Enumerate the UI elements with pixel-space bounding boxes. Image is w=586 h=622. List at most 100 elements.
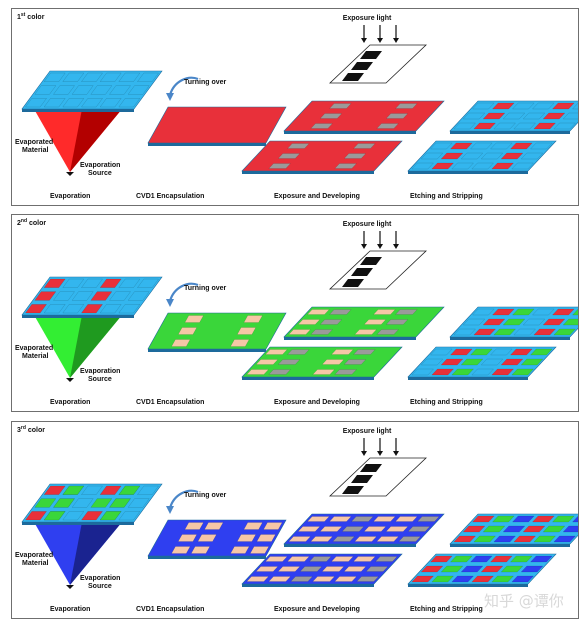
exposure-light-arrowhead: [377, 244, 383, 249]
etching-plate-top-pixel: [473, 328, 496, 336]
etching-plate-bottom-pixel: [470, 142, 493, 150]
etching-plate-bottom-pixel: [450, 142, 473, 150]
evaporation-mask-plate-pixel: [71, 85, 94, 95]
evaporation-mask-plate-pixel: [43, 485, 66, 495]
etching-plate-bottom-pixel: [510, 348, 533, 356]
developing-plate-top-cell: [385, 113, 409, 119]
etching-plate-bottom-pixel: [460, 152, 484, 160]
etching-plate-bottom-pixel: [420, 358, 444, 366]
evaporated-material-label: Evaporated: [15, 139, 53, 146]
etching-plate-bottom-pixel: [500, 565, 524, 573]
developing-plate-top-cell: [373, 516, 396, 522]
etching-plate-top-pixel: [552, 308, 575, 316]
etching-plate-bottom-pixel: [480, 565, 504, 573]
developing-plate-top-cell: [385, 319, 409, 325]
etching-plate-top-pixel: [513, 535, 536, 543]
evaporation-mask-plate-pixel: [81, 511, 103, 521]
etching-plate-bottom-pixel: [460, 565, 484, 573]
evaporation-mask-plate-pixel: [127, 291, 150, 301]
etching-plate-top-pixel: [513, 122, 536, 130]
developing-plate-bottom-cell: [334, 369, 357, 375]
etching-plate-bottom-pixel: [431, 575, 454, 583]
encapsulation-plate-cell: [204, 522, 224, 530]
etching-plate-top-pixel: [453, 535, 476, 543]
evaporation-cone-shade: [70, 109, 122, 172]
encapsulation-plate-cell: [230, 339, 250, 347]
etching-plate-top-pixel: [493, 535, 516, 543]
encapsulation-plate-cell: [243, 522, 263, 530]
etching-plate-bottom-pixel: [530, 555, 553, 563]
etching-plate-bottom-pixel: [450, 348, 473, 356]
etching-plate-top-edge: [450, 544, 570, 547]
evaporation-source-label: Evaporation: [80, 162, 120, 169]
evaporation-label: Evaporation: [50, 399, 90, 406]
evaporation-cone-shade: [70, 315, 122, 378]
mask-opaque-stripe: [351, 268, 373, 276]
etching-plate-bottom-pixel: [480, 152, 504, 160]
exposure-light-arrowhead: [393, 244, 399, 249]
etching-plate-top-pixel: [473, 535, 496, 543]
developing-plate-bottom-cell: [265, 556, 288, 562]
etching-plate-top-pixel: [513, 328, 536, 336]
exposure-mask: [328, 44, 428, 84]
etching-stripping-label: Etching and Stripping: [410, 193, 483, 200]
etching-plate-bottom-pixel: [490, 348, 513, 356]
encapsulation-plate-edge: [148, 349, 266, 352]
evaporated-material-label: Material: [22, 560, 49, 567]
evaporation-mask-plate-pixel: [99, 485, 122, 495]
etching-plate-bottom-pixel: [471, 162, 494, 170]
evaporation-mask-plate-pixel: [137, 485, 159, 495]
encapsulation-plate-cell: [256, 534, 276, 542]
etching-plate-bottom-pixel: [430, 142, 453, 150]
developing-plate-top-cell: [354, 329, 377, 335]
etching-plate-top-pixel: [533, 535, 556, 543]
diagram-2nd-color: 2nd colorEvaporatedMaterialEvaporationSo…: [15, 218, 578, 406]
evaporation-mask-plate-pixel: [62, 98, 85, 108]
etching-plate-top-pixel: [532, 102, 555, 110]
evaporation-mask-plate-pixel: [43, 278, 66, 288]
etching-plate-top-pixel: [493, 328, 516, 336]
etching-plate-bottom-pixel: [450, 555, 473, 563]
developing-plate-bottom-cell: [334, 576, 357, 582]
etching-plate-top-edge: [450, 337, 570, 340]
encapsulation-plate-cell: [184, 315, 204, 323]
developing-plate-top-cell: [332, 536, 355, 542]
turning-over-label: Turning over: [184, 285, 227, 292]
etching-plate-top-pixel: [522, 112, 546, 120]
encapsulation-plate-cell: [236, 534, 257, 542]
developing-plate-bottom-cell: [353, 143, 376, 149]
encapsulation-plate-cell: [197, 534, 217, 542]
encapsulation-plate-cell: [177, 327, 198, 335]
etching-stripping-label: Etching and Stripping: [410, 399, 483, 406]
encapsulation-plate-cell: [230, 546, 250, 554]
developing-plate-bottom-cell: [277, 153, 301, 159]
etching-plate-bottom-pixel: [530, 142, 553, 150]
developing-plate-top-cell: [363, 319, 387, 325]
developing-plate-bottom-cell: [334, 163, 357, 169]
etching-plate-top-pixel: [482, 112, 506, 120]
evaporation-mask-plate-edge: [22, 109, 134, 112]
encapsulation-plate-cell: [171, 546, 191, 554]
developing-plate-top-cell: [376, 536, 399, 542]
evaporation-label: Evaporation: [50, 606, 90, 613]
mask-opaque-stripe: [342, 486, 364, 494]
encapsulation-plate-cell: [236, 327, 257, 335]
developing-plate-bottom-cell: [255, 566, 279, 572]
evaporation-mask-plate-pixel: [71, 498, 94, 508]
cvd1-encapsulation-label: CVD1 Encapsulation: [136, 193, 204, 200]
developing-plate-bottom-cell: [290, 576, 313, 582]
etching-plate-bottom-pixel: [430, 348, 453, 356]
etching-plate-bottom-pixel: [520, 565, 544, 573]
evaporation-mask-plate-pixel: [90, 291, 113, 301]
developing-plate-bottom-cell: [309, 556, 332, 562]
exposure-mask: [328, 457, 428, 497]
etching-plate-bottom-pixel: [420, 565, 444, 573]
etching-plate-top-pixel: [453, 328, 476, 336]
developing-plate-top-cell: [297, 319, 321, 325]
developing-plate-bottom-cell: [312, 576, 335, 582]
developing-plate-bottom-cell: [356, 576, 379, 582]
developing-plate-top-cell: [376, 329, 399, 335]
developing-plate-bottom-cell: [277, 566, 301, 572]
